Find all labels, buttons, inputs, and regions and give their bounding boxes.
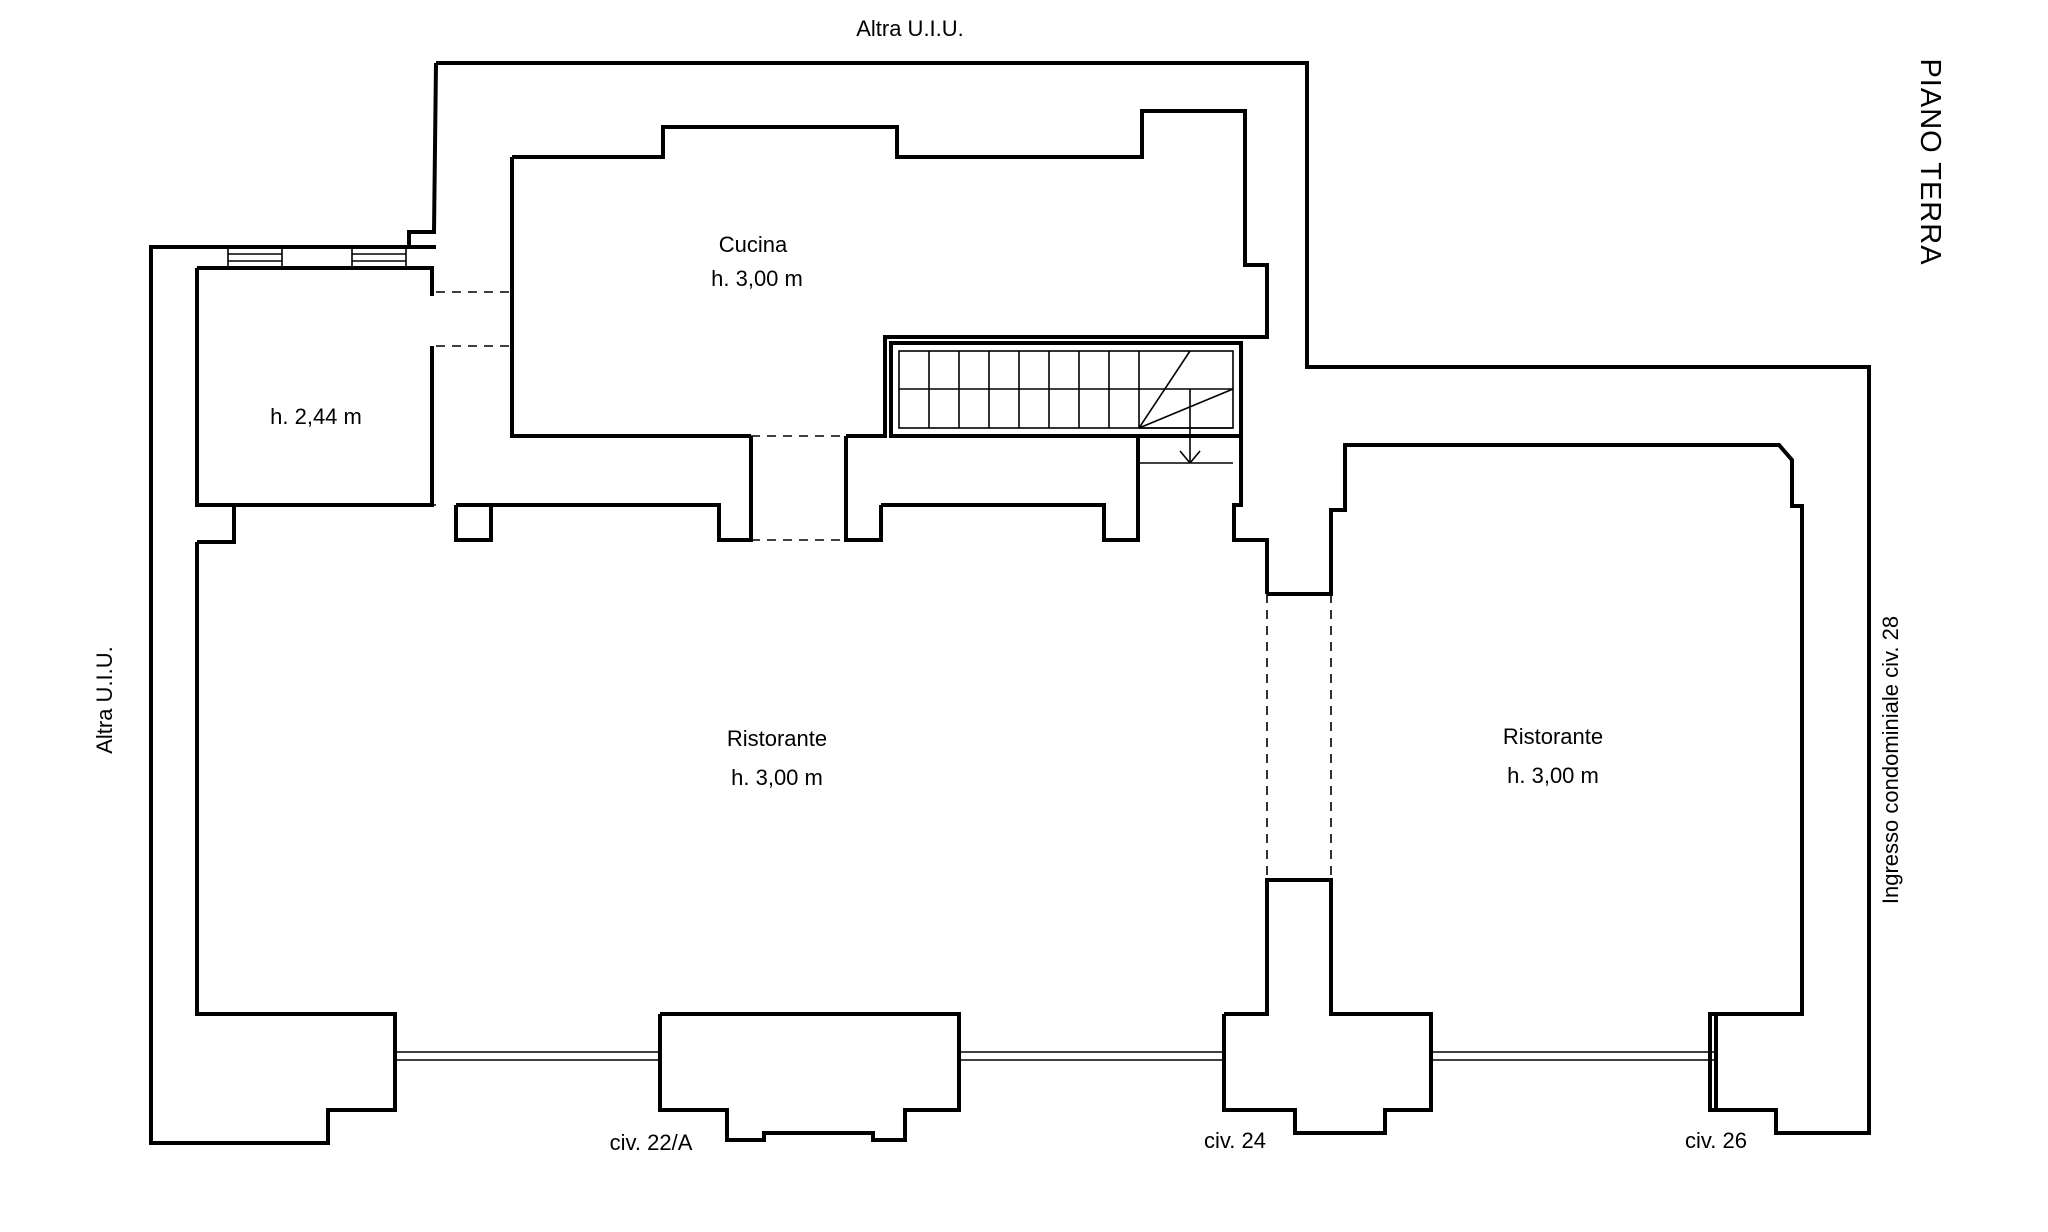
street-number-22a: civ. 22/A bbox=[610, 1130, 693, 1155]
kitchen-name: Cucina bbox=[719, 232, 788, 257]
corridor-wall-left bbox=[409, 245, 436, 296]
left-restaurant-name: Ristorante bbox=[727, 726, 827, 751]
left-front-wall bbox=[151, 1014, 397, 1145]
right-restaurant-wall bbox=[1329, 443, 1804, 1110]
left-restaurant-wall bbox=[195, 434, 1269, 1110]
right-restaurant-height: h. 3,00 m bbox=[1507, 763, 1599, 788]
staircase bbox=[898, 350, 1234, 464]
outer-perimeter-wall bbox=[149, 61, 1871, 1145]
kitchen-wall bbox=[510, 109, 1269, 438]
right-restaurant-name: Ristorante bbox=[1503, 724, 1603, 749]
entrance-right-label: Ingresso condominiale civ. 28 bbox=[1878, 616, 1903, 904]
kitchen-height: h. 3,00 m bbox=[711, 266, 803, 291]
neighbor-left-label: Altra U.I.U. bbox=[92, 646, 117, 754]
restaurant-front-piers bbox=[658, 878, 1433, 1142]
divider-wall bbox=[1267, 556, 1333, 596]
top-left-windows bbox=[227, 246, 407, 269]
street-number-26: civ. 26 bbox=[1685, 1128, 1747, 1153]
street-number-24: civ. 24 bbox=[1204, 1128, 1266, 1153]
floor-title: PIANO TERRA bbox=[1914, 58, 1946, 265]
stair-enclosure bbox=[889, 341, 1243, 438]
front-windows bbox=[395, 1051, 1716, 1061]
left-restaurant-height: h. 3,00 m bbox=[731, 765, 823, 790]
dashed-openings bbox=[238, 291, 1332, 881]
neighbor-top-label: Altra U.I.U. bbox=[856, 16, 964, 41]
small-room-height: h. 2,44 m bbox=[270, 404, 362, 429]
small-room-wall bbox=[195, 266, 434, 507]
